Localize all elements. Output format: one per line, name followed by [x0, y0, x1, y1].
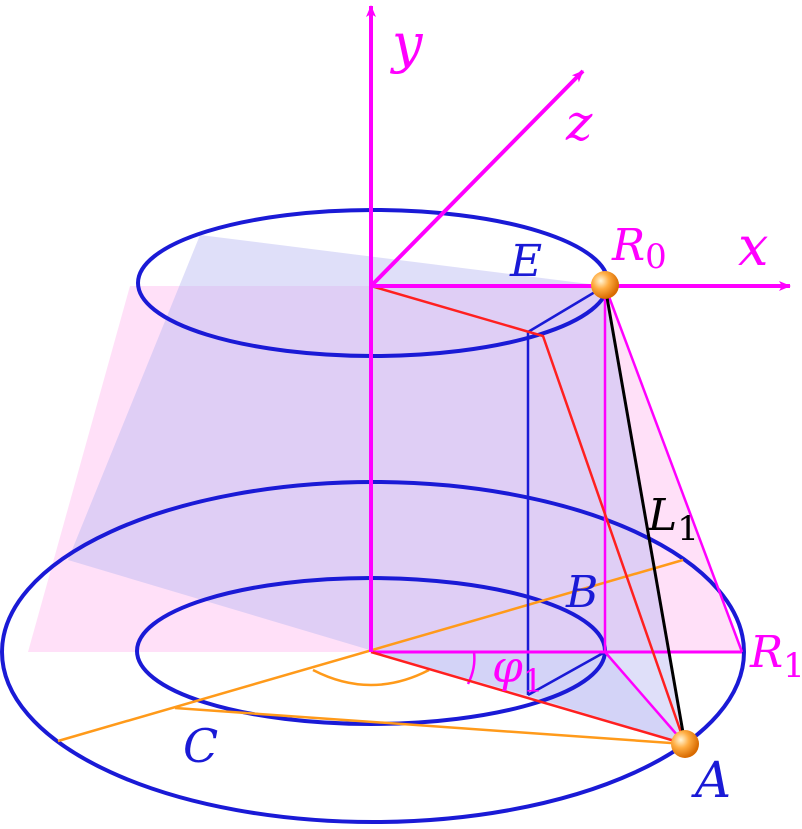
- label-phi1-sub: 1: [523, 662, 543, 700]
- point-R0: [591, 271, 619, 299]
- magenta-line-to-A: [604, 651, 686, 745]
- label-phi1: φ1: [492, 642, 543, 700]
- label-E: E: [509, 236, 542, 287]
- blue-bottom-segment: [527, 650, 606, 697]
- label-A: A: [691, 751, 731, 809]
- red-bottom-line: [370, 650, 686, 746]
- magenta-slant-line: [603, 285, 744, 653]
- blue-slanted-plane: [68, 235, 685, 744]
- label-C: C: [183, 719, 218, 773]
- label-x: x: [738, 215, 768, 278]
- label-y: y: [390, 12, 424, 75]
- red-top-polyline: [370, 284, 687, 745]
- label-R1-main: R: [749, 627, 783, 678]
- label-R0-main: R: [611, 220, 645, 271]
- label-R0-sub: 0: [645, 237, 667, 277]
- pink-vertical-plane: [28, 286, 742, 652]
- label-phi1-main: φ: [492, 642, 523, 693]
- blue-top-segment: [527, 284, 606, 334]
- orange-line-to-A: [174, 706, 686, 746]
- label-L1-main: L: [647, 490, 677, 541]
- orange-angle-arc: [312, 668, 430, 687]
- blue-inner-triangle: [371, 652, 685, 744]
- black-L1-line: [603, 285, 687, 745]
- label-z: z: [565, 94, 593, 152]
- point-A: [671, 730, 699, 758]
- label-L1-sub: 1: [677, 509, 699, 549]
- label-R0: R0: [611, 220, 667, 277]
- z-axis: [369, 69, 585, 288]
- label-L1: L1: [647, 490, 699, 549]
- label-B: B: [565, 567, 598, 618]
- label-R1: R1: [749, 627, 802, 686]
- label-R1-sub: 1: [783, 646, 802, 686]
